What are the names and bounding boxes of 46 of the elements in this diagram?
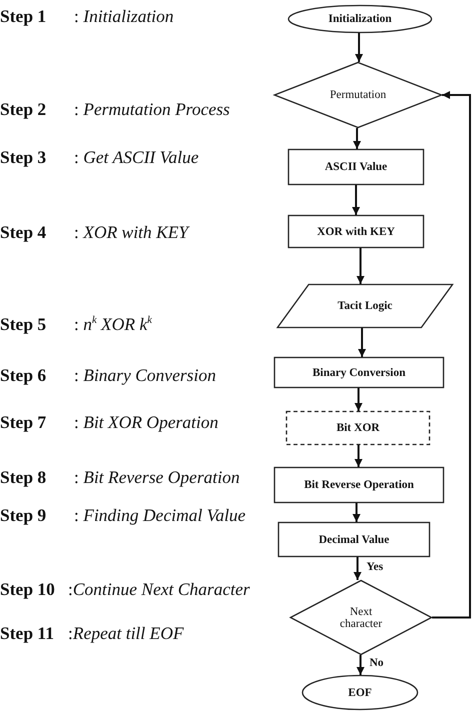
arrow <box>354 445 362 467</box>
step-description: : Initialization <box>74 6 174 27</box>
node-label: ASCII Value <box>324 161 388 173</box>
step-description: : Bit XOR Operation <box>74 412 218 433</box>
step-description: : Get ASCII Value <box>74 147 199 168</box>
edge-label: No <box>368 657 385 669</box>
step-description: : Binary Conversion <box>74 365 216 386</box>
node-label: Next character <box>338 606 384 630</box>
step-number: Step 9 <box>0 505 46 526</box>
step-number: Step 1 <box>0 6 46 27</box>
step-description: : Finding Decimal Value <box>74 505 246 526</box>
step-number: Step 6 <box>0 365 46 386</box>
arrow <box>354 388 362 411</box>
node-label: Tacit Logic <box>338 300 392 312</box>
arrow <box>353 128 361 149</box>
step-description: :Continue Next Character <box>68 579 250 600</box>
node-label: EOF <box>348 686 372 698</box>
step-number: Step 4 <box>0 222 46 243</box>
step-number: Step 8 <box>0 467 46 488</box>
step-description: : n$^{k}$ XOR k$^{k}$ <box>74 314 152 335</box>
step-number: Step 10 <box>0 579 55 600</box>
step-number: Step 5 <box>0 314 46 335</box>
arrow <box>352 503 360 522</box>
step-number: Step 7 <box>0 412 46 433</box>
node-label: Initialization <box>328 13 392 25</box>
step-number: Step 11 <box>0 623 54 644</box>
arrow <box>358 328 366 357</box>
node-label: Decimal Value <box>318 534 390 546</box>
step-description: : Bit Reverse Operation <box>74 467 240 488</box>
node-label: Permutation <box>330 89 386 101</box>
step-number: Step 3 <box>0 147 46 168</box>
step-description: :Repeat till EOF <box>68 623 184 644</box>
step-number: Step 2 <box>0 99 46 120</box>
arrow <box>432 91 471 618</box>
arrow <box>356 655 364 675</box>
arrow <box>356 248 364 284</box>
node-label: XOR with KEY <box>317 226 395 238</box>
step-description: : XOR with KEY <box>74 222 188 243</box>
node-label: Bit XOR <box>336 422 380 434</box>
node-label: Binary Conversion <box>312 366 406 378</box>
arrow <box>352 185 360 215</box>
node-label: Bit Reverse Operation <box>304 479 414 491</box>
arrow <box>355 33 363 62</box>
arrow <box>354 557 362 580</box>
step-description: : Permutation Process <box>74 99 230 120</box>
edge-label: Yes <box>366 560 384 572</box>
